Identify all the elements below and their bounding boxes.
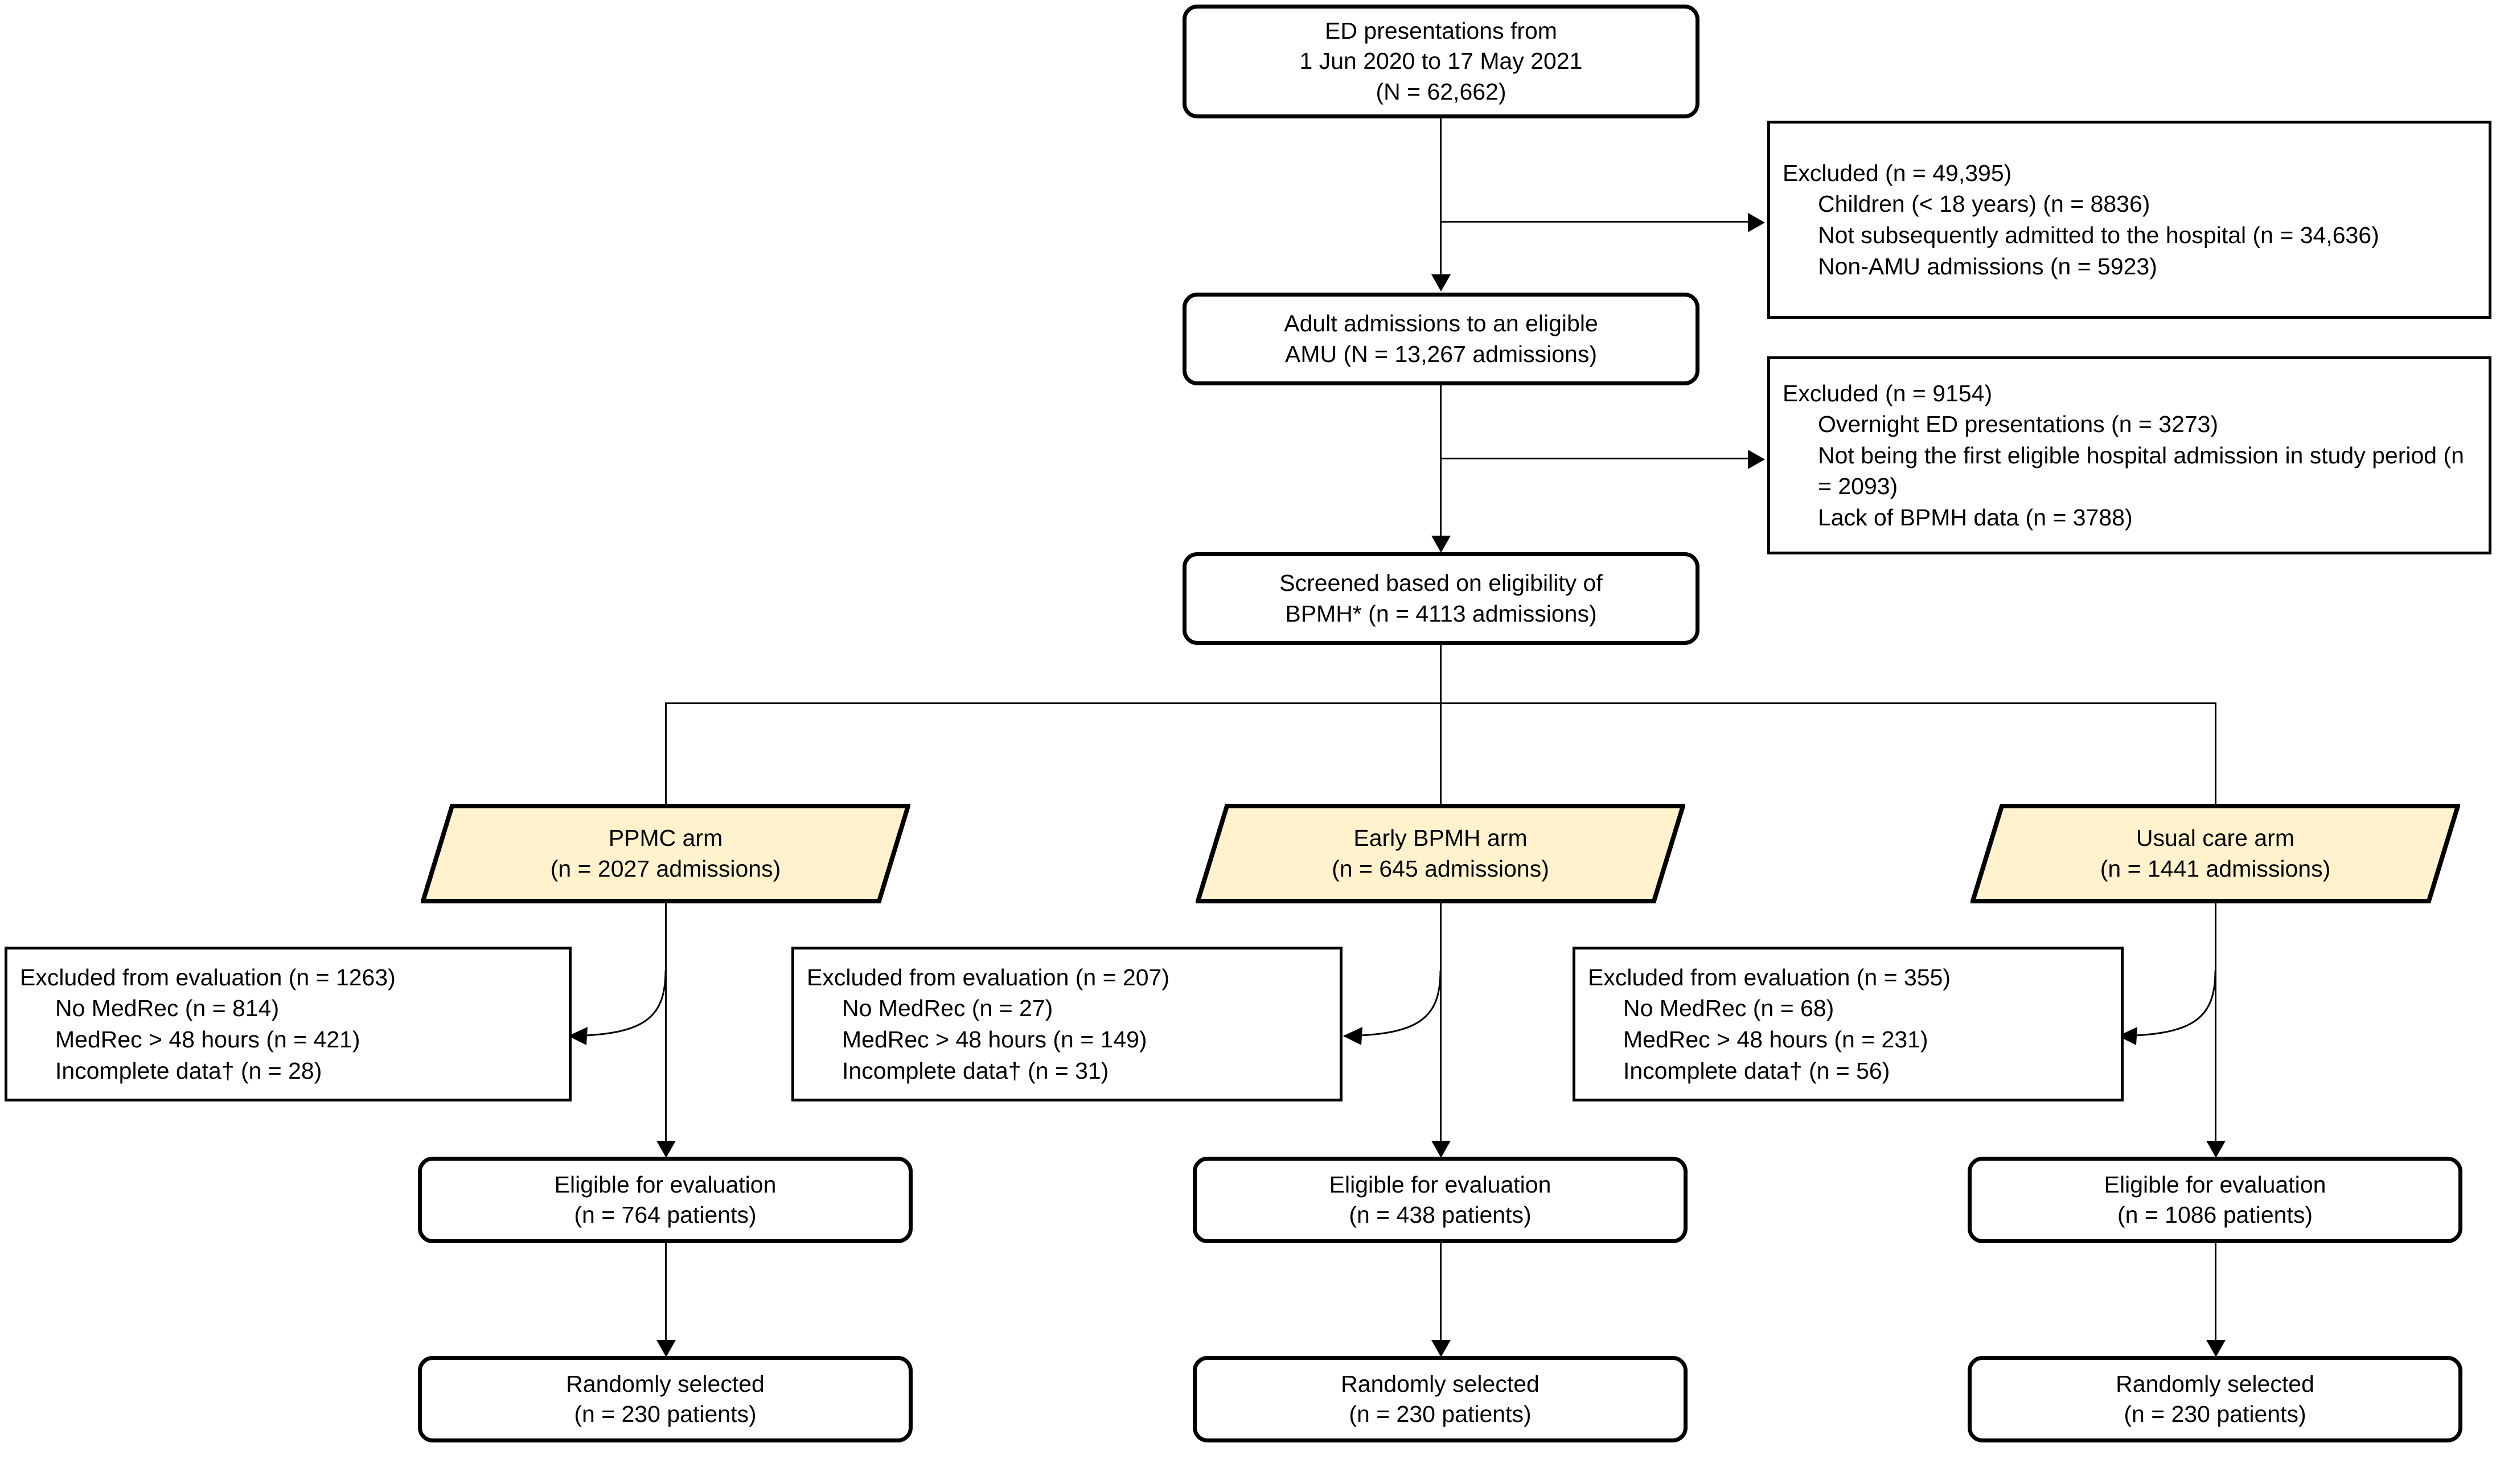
panel-excluded-usual-care-item-0: No MedRec (n = 68) — [1623, 995, 1834, 1022]
connector-early-bpmh-eligible-to-random — [1440, 1243, 1442, 1347]
node-eligible-ppmc[interactable]: Eligible for evaluation (n = 764 patient… — [418, 1157, 913, 1243]
node-random-usual-care-line2: (n = 230 patients) — [2124, 1401, 2306, 1427]
connector-split-to-arm-usual-care — [2215, 702, 2216, 805]
node-eligible-usual-care[interactable]: Eligible for evaluation (n = 1086 patien… — [1968, 1157, 2462, 1243]
arrowhead-usual-care-to-eligible — [2206, 1141, 2226, 1158]
node-eligible-ppmc-line2: (n = 764 patients) — [574, 1202, 757, 1228]
node-adult-admissions[interactable]: Adult admissions to an eligible AMU (N =… — [1183, 293, 1699, 385]
node-random-ppmc[interactable]: Randomly selected (n = 230 patients) — [418, 1356, 913, 1442]
arrowhead-exclusion-1 — [1748, 213, 1765, 232]
panel-excluded-top-1-item-2: Non-AMU admissions (n = 5923) — [1818, 253, 2157, 279]
panel-excluded-top-1-item-0: Children (< 18 years) (n = 8836) — [1818, 191, 2150, 217]
panel-excluded-early-bpmh-item-2: Incomplete data† (n = 31) — [842, 1057, 1109, 1084]
panel-excluded-top-2-header: Excluded (n = 9154) — [1783, 380, 1993, 406]
node-eligible-usual-care-line1: Eligible for evaluation — [2104, 1171, 2326, 1198]
connector-ed-to-adult — [1440, 118, 1442, 279]
arm-ppmc-shape[interactable]: PPMC arm (n = 2027 admissions) — [421, 804, 910, 903]
arrowhead-exclusion-2 — [1748, 450, 1765, 469]
arrowhead-ppmc-eligible-to-random — [656, 1340, 676, 1357]
connector-early-bpmh-excluded-curve — [1343, 970, 1442, 1045]
panel-excluded-top-1-header: Excluded (n = 49,395) — [1783, 159, 2012, 186]
connector-split-to-arm-early-bpmh — [1440, 702, 1442, 805]
node-random-early-bpmh-line1: Randomly selected — [1341, 1370, 1540, 1397]
parallelogram-usual-care-icon — [1970, 804, 2460, 903]
panel-excluded-top-2[interactable]: Excluded (n = 9154) Overnight ED present… — [1767, 356, 2491, 554]
panel-excluded-top-1-item-1: Not subsequently admitted to the hospita… — [1818, 222, 2379, 248]
panel-excluded-ppmc-item-0: No MedRec (n = 814) — [55, 995, 280, 1022]
node-ed-presentations[interactable]: ED presentations from 1 Jun 2020 to 17 M… — [1183, 5, 1699, 118]
node-screened[interactable]: Screened based on eligibility of BPMH* (… — [1183, 552, 1699, 645]
connector-usual-care-eligible-to-random — [2215, 1243, 2216, 1347]
node-screened-line1: Screened based on eligibility of — [1279, 570, 1603, 597]
node-eligible-early-bpmh-line2: (n = 438 patients) — [1349, 1202, 1532, 1228]
connector-screened-exclusion-2 — [1440, 458, 1762, 459]
connector-screened-to-split — [1440, 645, 1442, 704]
panel-excluded-usual-care-header: Excluded from evaluation (n = 355) — [1588, 964, 1951, 990]
arm-early-bpmh-shape[interactable]: Early BPMH arm (n = 645 admissions) — [1196, 804, 1685, 903]
node-eligible-early-bpmh[interactable]: Eligible for evaluation (n = 438 patient… — [1193, 1157, 1688, 1243]
node-ed-presentations-line3: (N = 62,662) — [1376, 78, 1506, 105]
panel-excluded-top-2-item-1: Not being the first eligible hospital ad… — [1818, 442, 2464, 500]
panel-excluded-early-bpmh[interactable]: Excluded from evaluation (n = 207) No Me… — [791, 947, 1343, 1101]
panel-excluded-top-1[interactable]: Excluded (n = 49,395) Children (< 18 yea… — [1767, 121, 2491, 319]
node-random-ppmc-line2: (n = 230 patients) — [574, 1401, 757, 1427]
node-eligible-ppmc-line1: Eligible for evaluation — [554, 1171, 777, 1198]
panel-excluded-ppmc-header: Excluded from evaluation (n = 1263) — [20, 964, 396, 990]
panel-excluded-early-bpmh-item-0: No MedRec (n = 27) — [842, 995, 1053, 1022]
arrowhead-usual-care-eligible-to-random — [2206, 1340, 2226, 1357]
connector-usual-care-to-eligible — [2215, 902, 2216, 1147]
connector-ppmc-to-eligible — [665, 902, 667, 1147]
arrowhead-ed-to-adult — [1431, 274, 1451, 291]
node-adult-admissions-line2: AMU (N = 13,267 admissions) — [1284, 340, 1597, 367]
panel-excluded-early-bpmh-item-1: MedRec > 48 hours (n = 149) — [842, 1026, 1147, 1053]
connector-ppmc-excluded-curve — [568, 970, 667, 1045]
node-random-usual-care[interactable]: Randomly selected (n = 230 patients) — [1968, 1356, 2462, 1442]
parallelogram-ppmc-icon — [421, 804, 910, 903]
node-ed-presentations-line1: ED presentations from — [1325, 18, 1557, 44]
connector-usual-care-excluded-curve — [2118, 970, 2216, 1045]
panel-excluded-early-bpmh-header: Excluded from evaluation (n = 207) — [807, 964, 1170, 990]
node-random-usual-care-line1: Randomly selected — [2116, 1370, 2314, 1397]
arrowhead-adult-to-screened — [1431, 536, 1451, 553]
connector-split-to-arm-ppmc — [665, 702, 667, 805]
panel-excluded-ppmc[interactable]: Excluded from evaluation (n = 1263) No M… — [5, 947, 572, 1101]
node-screened-line2: BPMH* (n = 4113 admissions) — [1285, 600, 1597, 627]
node-eligible-early-bpmh-line1: Eligible for evaluation — [1329, 1171, 1551, 1198]
node-ed-presentations-line2: 1 Jun 2020 to 17 May 2021 — [1299, 48, 1583, 75]
panel-excluded-usual-care-item-1: MedRec > 48 hours (n = 231) — [1623, 1026, 1928, 1053]
panel-excluded-ppmc-item-1: MedRec > 48 hours (n = 421) — [55, 1026, 360, 1053]
connector-early-bpmh-to-eligible — [1440, 902, 1442, 1147]
panel-excluded-top-2-item-0: Overnight ED presentations (n = 3273) — [1818, 411, 2219, 438]
node-random-ppmc-line1: Randomly selected — [566, 1370, 765, 1397]
panel-excluded-ppmc-item-2: Incomplete data† (n = 28) — [55, 1057, 322, 1084]
parallelogram-early-bpmh-icon — [1196, 804, 1685, 903]
arrowhead-ppmc-to-eligible — [656, 1141, 676, 1158]
arm-usual-care-shape[interactable]: Usual care arm (n = 1441 admissions) — [1970, 804, 2460, 903]
panel-excluded-usual-care-item-2: Incomplete data† (n = 56) — [1623, 1057, 1890, 1084]
arrowhead-early-bpmh-eligible-to-random — [1431, 1340, 1451, 1357]
node-eligible-usual-care-line2: (n = 1086 patients) — [2117, 1202, 2313, 1228]
node-random-early-bpmh-line2: (n = 230 patients) — [1349, 1401, 1532, 1427]
connector-ppmc-eligible-to-random — [665, 1243, 667, 1347]
panel-excluded-top-2-item-2: Lack of BPMH data (n = 3788) — [1818, 504, 2133, 531]
connector-adult-to-screened — [1440, 385, 1442, 540]
node-adult-admissions-line1: Adult admissions to an eligible — [1284, 310, 1598, 337]
connector-adult-exclusion-1 — [1440, 221, 1762, 223]
panel-excluded-usual-care[interactable]: Excluded from evaluation (n = 355) No Me… — [1573, 947, 2124, 1101]
arrowhead-early-bpmh-to-eligible — [1431, 1141, 1451, 1158]
node-random-early-bpmh[interactable]: Randomly selected (n = 230 patients) — [1193, 1356, 1688, 1442]
